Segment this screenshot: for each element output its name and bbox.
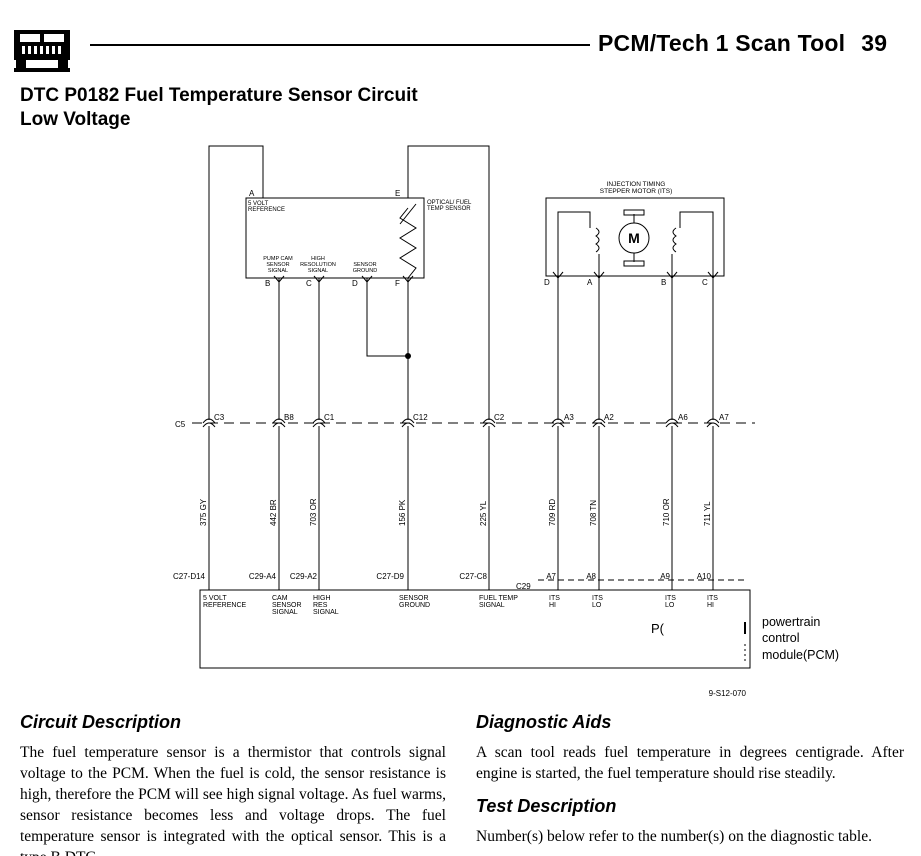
pin-b: B xyxy=(265,279,270,288)
connector-c29: C29 xyxy=(516,582,531,591)
pcm-term-9b: HI xyxy=(707,602,714,609)
its-pin-c: C xyxy=(702,278,708,287)
pcm-term-2b: SENSOR xyxy=(272,602,302,609)
pcm-conn-2: C29-A4 xyxy=(249,572,277,581)
sensor-ground-label-1: SENSOR xyxy=(353,262,376,268)
its-title-1: INJECTION TIMING xyxy=(607,181,666,188)
pcm-box xyxy=(199,589,751,669)
its-pin-a: A xyxy=(587,278,593,287)
pcm-term-7b: LO xyxy=(592,602,602,609)
pcm-conn-4: C27-D9 xyxy=(376,572,404,581)
c5-cavity-2: B8 xyxy=(284,413,294,422)
c5-cavity-6: A3 xyxy=(564,413,574,422)
test-description-text: Number(s) below refer to the number(s) o… xyxy=(476,828,872,845)
pcm-term-4b: GROUND xyxy=(399,602,430,609)
dtc-title-line-2: Low Voltage xyxy=(20,109,131,130)
pcm-term-8a: ITS xyxy=(665,595,676,602)
its-pin-b: B xyxy=(661,278,666,287)
c5-cavity-7: A2 xyxy=(604,413,614,422)
pcm-term-6b: HI xyxy=(549,602,556,609)
motor-symbol: M xyxy=(628,230,640,246)
pcm-conn-9: A10 xyxy=(697,572,712,581)
pump-cam-label-2: SENSOR xyxy=(266,262,289,268)
pcm-term-8b: LO xyxy=(665,602,675,609)
pcm-box-text: P( xyxy=(651,621,665,636)
pump-cam-label-3: SIGNAL xyxy=(268,268,288,274)
header-rule xyxy=(90,44,590,46)
pcm-label-3: module(PCM) xyxy=(762,648,839,662)
connector-c5: C5 xyxy=(175,420,186,429)
high-res-label-2: RESOLUTION xyxy=(300,262,336,268)
dtc-title: DTC P0182 Fuel Temperature Sensor Circui… xyxy=(20,84,418,132)
pcm-term-9a: ITS xyxy=(707,595,718,602)
c5-cavity-1: C3 xyxy=(214,413,225,422)
pcm-term-3c: SIGNAL xyxy=(313,609,339,616)
ref-label-2: REFERENCE xyxy=(248,207,285,213)
high-res-label-1: HIGH xyxy=(311,256,325,262)
pin-f: F xyxy=(395,279,400,288)
page-number: 39 xyxy=(861,30,888,56)
wiring-diagram: A E B C D F 5 VOLT REFERENCE OPTICAL/ FU… xyxy=(173,145,839,698)
pcm-conn-7: A8 xyxy=(586,572,596,581)
c5-cavity-9: A7 xyxy=(719,413,729,422)
wire-label-5: 225 YL xyxy=(479,500,488,526)
pcm-conn-8: A9 xyxy=(660,572,670,581)
pin-d: D xyxy=(352,279,358,288)
wire-label-1: 375 GY xyxy=(199,498,208,526)
c5-cavity-5: C2 xyxy=(494,413,505,422)
sensor-ground-label-2: GROUND xyxy=(353,268,377,274)
pcm-term-2a: CAM xyxy=(272,595,288,602)
its-title-2: STEPPER MOTOR (ITS) xyxy=(600,188,672,195)
pcm-term-5a: FUEL TEMP xyxy=(479,595,518,602)
optical-label-2: TEMP SENSOR xyxy=(427,206,471,212)
optical-label-1: OPTICAL/ FUEL xyxy=(427,200,472,206)
c5-cavity-3: C1 xyxy=(324,413,335,422)
pin-e: E xyxy=(395,189,400,198)
pcm-term-7a: ITS xyxy=(592,595,603,602)
pcm-label-2: control xyxy=(762,631,800,645)
pcm-term-1a: 5 VOLT xyxy=(203,595,227,602)
diagnostic-aids-heading: Diagnostic Aids xyxy=(476,712,612,732)
splice-dot xyxy=(405,353,411,359)
wire-label-8: 710 OR xyxy=(662,498,671,526)
wire-label-3: 703 OR xyxy=(309,498,318,526)
wire-label-7: 708 TN xyxy=(589,500,598,526)
pcm-term-6a: ITS xyxy=(549,595,560,602)
page-header: PCM/Tech 1 Scan Tool 39 xyxy=(598,30,887,57)
pcm-term-1b: REFERENCE xyxy=(203,602,247,609)
header-title: PCM/Tech 1 Scan Tool xyxy=(598,30,846,56)
wire-label-2: 442 BR xyxy=(269,499,278,526)
diagnostic-aids-text: A scan tool reads fuel temperature in de… xyxy=(476,744,904,782)
thermistor-symbol xyxy=(399,207,417,279)
dtc-title-line-1: DTC P0182 Fuel Temperature Sensor Circui… xyxy=(20,85,418,106)
high-res-label-3: SIGNAL xyxy=(308,268,328,274)
hummer-logo-icon xyxy=(12,22,72,74)
pcm-term-3b: RES xyxy=(313,602,328,609)
its-pin-d: D xyxy=(544,278,550,287)
its-motor-box xyxy=(545,197,725,277)
pcm-term-3a: HIGH xyxy=(313,595,331,602)
ref-label-1: 5 VOLT xyxy=(248,201,269,207)
pcm-conn-1: C27-D14 xyxy=(173,572,206,581)
circuit-description-text: The fuel temperature sensor is a thermis… xyxy=(20,744,446,856)
pcm-conn-6: A7 xyxy=(546,572,556,581)
pcm-term-5b: SIGNAL xyxy=(479,602,505,609)
pcm-conn-3: C29-A2 xyxy=(290,572,318,581)
pin-c: C xyxy=(306,279,312,288)
wire-label-4: 156 PK xyxy=(398,499,407,526)
pcm-conn-5: C27-C8 xyxy=(459,572,487,581)
pcm-term-2c: SIGNAL xyxy=(272,609,298,616)
pcm-term-4a: SENSOR xyxy=(399,595,429,602)
pin-a: A xyxy=(249,189,255,198)
circuit-description-heading: Circuit Description xyxy=(20,712,182,732)
c5-cavity-4: C12 xyxy=(413,413,428,422)
wire-label-6: 709 RD xyxy=(548,499,557,526)
pump-cam-label-1: PUMP CAM xyxy=(263,256,293,262)
fuel-sensor-box xyxy=(245,197,425,279)
test-description-heading: Test Description xyxy=(476,796,617,816)
wire-label-9: 711 YL xyxy=(703,501,712,526)
pcm-label-1: powertrain xyxy=(762,615,820,629)
figure-id: 9-S12-070 xyxy=(709,689,747,698)
c5-cavity-8: A6 xyxy=(678,413,688,422)
